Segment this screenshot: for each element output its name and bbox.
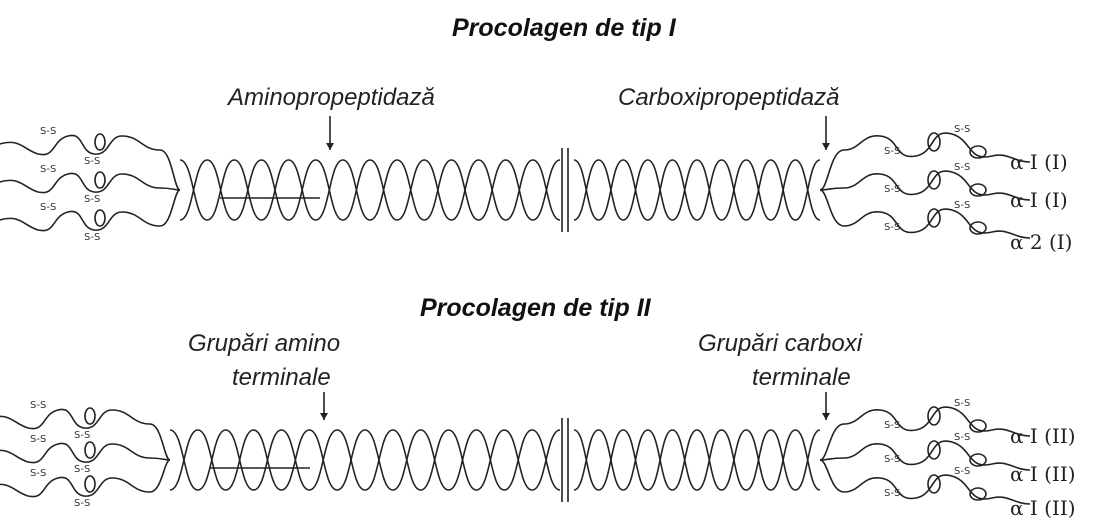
type2-strand3-c-loop-2: [969, 487, 987, 501]
type2-strand3-c-propeptide: [843, 474, 1031, 505]
type1-title: Procolagen de tip I: [452, 14, 676, 42]
type2-molecule: S-S S-S S-S S-S S-S S-S S-S S-S S-S S-S S-S S-S: [0, 392, 1031, 509]
type1-chain-3-label: α 2 (I): [1010, 230, 1073, 254]
type1-strand2-n-disulfide-2: S-S: [84, 194, 100, 205]
type2-helix-right-strand-a: [573, 429, 821, 491]
carboxy-terminal-label-line2: terminale: [752, 364, 851, 391]
type1-strand2-c-loop-2: [969, 183, 987, 197]
type2-chain-2-label: α I (II): [1010, 462, 1076, 486]
type1-strand2-c-disulfide: S-S: [884, 184, 900, 195]
type2-strand2-c-propeptide: [843, 440, 1031, 471]
type2-strand1-entry: [149, 423, 171, 461]
type1-helix-right-strand-a: [573, 159, 821, 221]
type2-cleavage-arrowhead-1: [320, 413, 328, 420]
type1-strand3-c-propeptide: [843, 208, 1031, 239]
type1-strand3-entry: [159, 189, 181, 227]
type1-strand1-c-disulfide: S-S: [884, 146, 900, 157]
type2-title: Procolagen de tip II: [420, 294, 651, 322]
type1-strand3-exit: [819, 189, 845, 227]
type2-helix-left-strand-a: [169, 429, 561, 491]
type1-strand1-n-disulfide: S-S: [40, 126, 56, 137]
type2-strand3-n-disulfide: S-S: [30, 468, 46, 479]
type1-helix-right-strand-b: [573, 159, 821, 221]
type2-strand1-exit: [819, 423, 845, 461]
type2-strand1-n-loop: [84, 407, 96, 425]
type1-strand1-c-loop: [927, 132, 941, 152]
type2-strand1-c-propeptide: [843, 406, 1031, 437]
type1-strand1-c-propeptide: [843, 132, 1031, 163]
type2-strand3-n-disulfide-2: S-S: [74, 498, 90, 509]
type1-strand3-c-disulfide: S-S: [884, 222, 900, 233]
type2-helix-left-strand-b: [169, 429, 561, 491]
type2-strand2-c-loop: [927, 440, 941, 460]
type2-strand2-n-loop: [84, 441, 96, 459]
type1-strand1-n-propeptide: [0, 134, 161, 156]
type1-strand1-n-disulfide-2: S-S: [84, 156, 100, 167]
type2-strand2-n-disulfide-2: S-S: [74, 464, 90, 475]
type2-chain-1-label: α I (II): [1010, 424, 1076, 448]
type2-strand1-n-disulfide-2: S-S: [74, 430, 90, 441]
type1-cleavage-arrowhead-2: [822, 143, 830, 150]
type1-strand3-n-disulfide: S-S: [40, 202, 56, 213]
type1-strand2-n-loop: [94, 171, 106, 189]
type1-strand3-n-loop: [94, 209, 106, 227]
type1-strand3-n-disulfide-2: S-S: [84, 232, 100, 243]
type1-molecule: S-S S-S S-S S-S S-S S-S S-S S-S S-S S-S S-S S-S: [0, 116, 1031, 243]
type2-chain-3-label: α I (II): [1010, 496, 1076, 520]
type2-strand2-c-loop-2: [969, 453, 987, 467]
type2-strand1-c-loop-2: [969, 419, 987, 433]
type1-strand2-c-disulfide-2: S-S: [954, 162, 970, 173]
type2-strand3-c-disulfide-2: S-S: [954, 466, 970, 477]
type1-helix-left-strand-b: [179, 159, 561, 221]
aminopropeptidase-label: Aminopropeptidază: [228, 84, 435, 111]
type2-strand1-c-loop: [927, 406, 941, 426]
type2-strand2-c-disulfide: S-S: [884, 454, 900, 465]
type1-strand3-c-loop-2: [969, 221, 987, 235]
type1-strand2-entry: [159, 187, 181, 191]
type2-strand3-n-propeptide: [0, 476, 151, 498]
carboxypropeptidase-label: Carboxipropeptidază: [618, 84, 840, 111]
type2-strand2-n-disulfide: S-S: [30, 434, 46, 445]
amino-terminal-label-line1: Grupări amino: [188, 330, 341, 357]
type1-strand2-c-propeptide: [843, 170, 1031, 201]
type2-strand3-entry: [149, 459, 171, 493]
type1-strand1-c-loop-2: [969, 145, 987, 159]
type2-strand1-c-disulfide-2: S-S: [954, 398, 970, 409]
type1-strand3-n-propeptide: [0, 210, 161, 232]
type2-strand2-n-propeptide: [0, 442, 151, 464]
type1-helix-left-strand-a: [179, 159, 561, 221]
type2-strand1-c-disulfide: S-S: [884, 420, 900, 431]
type1-strand2-n-disulfide: S-S: [40, 164, 56, 175]
type1-chain-1-label: α I (I): [1010, 150, 1068, 174]
type1-cleavage-arrowhead-1: [326, 143, 334, 150]
type1-strand1-entry: [159, 149, 181, 191]
type1-strand1-n-loop: [94, 133, 106, 151]
type2-cleavage-arrowhead-2: [822, 413, 830, 420]
type2-helix-right-strand-b: [573, 429, 821, 491]
type2-strand3-exit: [819, 459, 845, 493]
type2-strand3-c-disulfide: S-S: [884, 488, 900, 499]
type1-strand1-c-disulfide-2: S-S: [954, 124, 970, 135]
type1-strand3-c-disulfide-2: S-S: [954, 200, 970, 211]
type2-strand2-c-disulfide-2: S-S: [954, 432, 970, 443]
type1-chain-2-label: α I (I): [1010, 188, 1068, 212]
type2-strand1-n-disulfide: S-S: [30, 400, 46, 411]
type1-strand2-c-loop: [927, 170, 941, 190]
type1-strand1-exit: [819, 149, 845, 191]
type2-strand1-n-propeptide: [0, 408, 151, 430]
type1-strand3-c-loop: [927, 208, 941, 228]
type2-strand3-c-loop: [927, 474, 941, 494]
type2-strand3-n-loop: [84, 475, 96, 493]
carboxy-terminal-label-line1: Grupări carboxi: [698, 330, 863, 357]
amino-terminal-label-line2: terminale: [232, 364, 331, 391]
type1-strand2-n-propeptide: [0, 172, 161, 194]
